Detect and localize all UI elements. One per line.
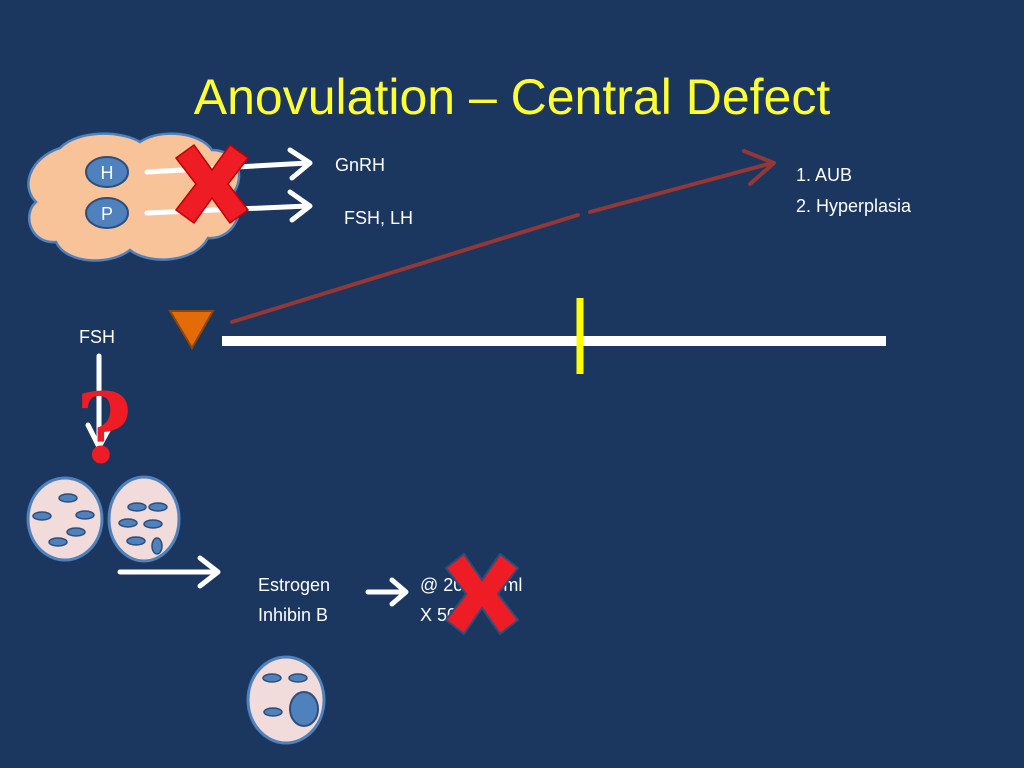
pituitary-label: P [101,204,113,224]
outcome-item-1: 1. AUB [796,165,853,185]
outcome-item-2: 2. Hyperplasia [796,196,912,216]
estrogen-label: Estrogen [258,575,331,595]
estrogen-threshold-duration: X 50 h [420,605,473,625]
threshold-arrow [365,577,409,607]
hypothalamus-node: H [85,156,129,188]
progression-arrow [230,149,776,324]
inhibin-b-label: Inhibin B [258,605,329,625]
estrogen-production-arrow [117,555,221,589]
follicle-2 [107,475,181,563]
slide-title: Anovulation – Central Defect [193,69,831,125]
fsh-label: FSH [79,327,115,347]
marker-triangle-icon [168,310,215,350]
hypothalamus-label: H [101,163,114,183]
fsh-lh-label: FSH, LH [344,208,414,228]
blocked-cross-icon [174,143,250,225]
estrogen-threshold-value: @ 200 pg/ml [420,575,523,595]
fsh-down-arrow [85,353,114,450]
follicle-3 [246,655,326,745]
pituitary-node: P [85,197,129,229]
follicle-1 [26,476,104,562]
gnrh-label: GnRH [335,155,386,175]
question-mark-icon: ? [76,372,132,485]
